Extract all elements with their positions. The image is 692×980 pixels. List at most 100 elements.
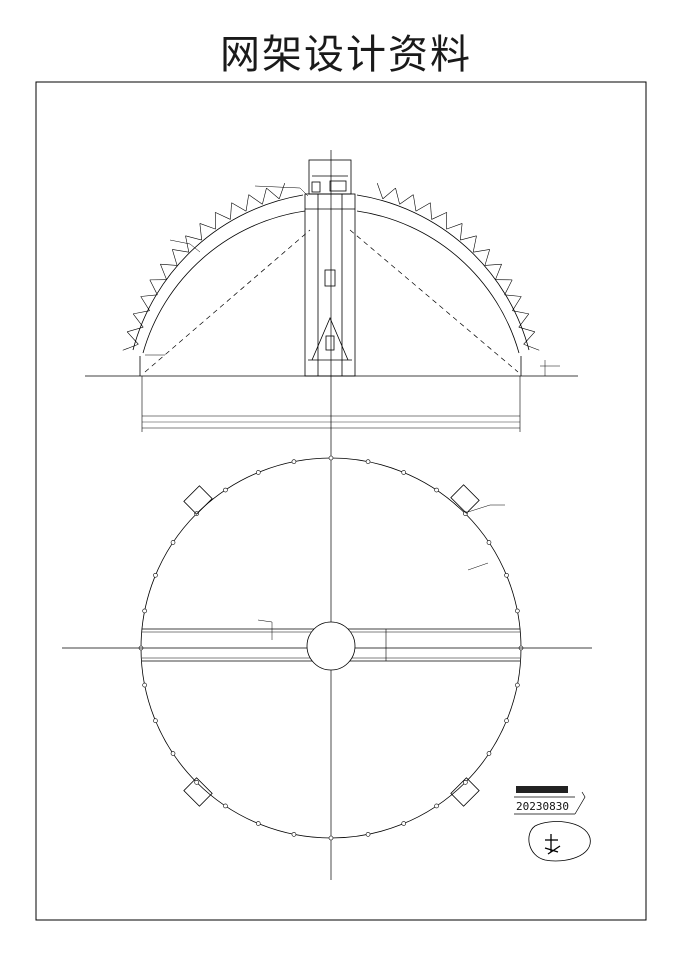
dome-inner-chord-right [356, 210, 520, 354]
truss-web-member [495, 264, 502, 280]
support-node [365, 459, 371, 464]
truss-web-member [484, 249, 490, 266]
truss-web-member [278, 183, 286, 199]
truss-web-member [160, 264, 167, 280]
truss-web-member [172, 249, 178, 266]
stamp: 20230830 [514, 786, 591, 862]
tower-gable [311, 316, 349, 361]
truss-web-member [518, 313, 530, 328]
support-node [255, 470, 261, 475]
support-node [328, 835, 334, 841]
support-node [223, 803, 228, 809]
stamp-caption-block [516, 786, 568, 793]
truss-web-member [127, 326, 144, 333]
truss-web-member [382, 187, 396, 200]
leader-line [169, 239, 201, 253]
dome-outer-chord-right [356, 194, 530, 351]
truss-web-member [140, 296, 150, 311]
support-node [401, 821, 407, 826]
truss-web-member [395, 187, 400, 205]
support-node [194, 780, 199, 785]
truss-web-member [230, 202, 232, 220]
truss-web-member [248, 194, 263, 205]
tower-door-lower [325, 335, 335, 351]
support-node [401, 470, 407, 475]
support-node [365, 832, 371, 837]
support-node [463, 780, 468, 785]
truss-web-member [122, 343, 139, 351]
truss-web-member [504, 294, 522, 297]
truss-web-member [512, 296, 522, 311]
support-node [515, 608, 520, 614]
support-node [486, 540, 492, 545]
page-title: 网架设计资料 [220, 32, 472, 78]
support-node [328, 455, 334, 461]
truss-web-member [149, 279, 158, 295]
truss-web-member [185, 235, 202, 241]
truss-web-member [460, 235, 477, 241]
vent-block-sw [183, 777, 213, 807]
truss-web-member [160, 263, 178, 266]
truss-web-member [262, 187, 267, 205]
central-tower [304, 193, 356, 377]
truss-web-member [523, 343, 540, 351]
plan-central-tower [306, 621, 356, 671]
truss-web-member [126, 331, 139, 345]
support-node [504, 572, 509, 578]
support-node [170, 540, 176, 545]
support-node [291, 832, 297, 837]
support-node [486, 751, 492, 756]
stamp-blob [528, 821, 591, 862]
support-node [434, 803, 439, 809]
leader-line [467, 504, 505, 513]
vent-block-se [450, 777, 480, 807]
truss-web-member [413, 194, 417, 212]
truss-web-member [504, 279, 513, 295]
leader-line [257, 619, 273, 640]
dome-outer-chord-left [132, 194, 304, 351]
truss-web-member [473, 249, 490, 253]
truss-web-member [472, 235, 477, 253]
support-nodes [138, 455, 524, 841]
elevation-view [85, 159, 578, 432]
truss-web-member [133, 310, 150, 315]
support-node [515, 682, 520, 688]
support-node [291, 459, 297, 464]
truss-web-member [512, 310, 529, 315]
truss-web-member [431, 212, 447, 220]
truss-webs [122, 183, 540, 351]
support-node [142, 682, 147, 688]
truss-web-member [199, 223, 202, 241]
support-node [504, 718, 509, 724]
stamp-glyph-icon [544, 834, 561, 855]
truss-web-member [199, 223, 216, 230]
support-node [153, 572, 158, 578]
support-node [142, 608, 147, 614]
truss-web-member [446, 223, 463, 230]
tower-door-upper [324, 269, 336, 287]
dashed-slope-right [349, 229, 519, 373]
truss-web-member [231, 202, 247, 212]
support-node [255, 821, 261, 826]
vent-block-nw [183, 485, 213, 515]
plan-view [62, 455, 592, 841]
support-node [223, 487, 228, 493]
support-node [434, 487, 439, 493]
truss-web-member [484, 263, 502, 266]
truss-web-member [132, 313, 144, 328]
truss-web-member [172, 249, 189, 253]
truss-web-member [215, 212, 231, 220]
vent-block-ne [450, 484, 480, 514]
support-node [153, 718, 158, 724]
stamp-leader [574, 791, 586, 815]
truss-web-member [518, 326, 535, 333]
truss-web-member [523, 331, 536, 345]
tower-top [308, 159, 352, 195]
truss-web-member [430, 202, 432, 220]
truss-web-member [399, 194, 414, 205]
support-node [170, 751, 176, 756]
truss-web-member [460, 223, 463, 241]
dome-inner-chord-left [142, 210, 306, 354]
stamp-code: 20230830 [516, 800, 569, 813]
truss-web-member [245, 194, 249, 212]
